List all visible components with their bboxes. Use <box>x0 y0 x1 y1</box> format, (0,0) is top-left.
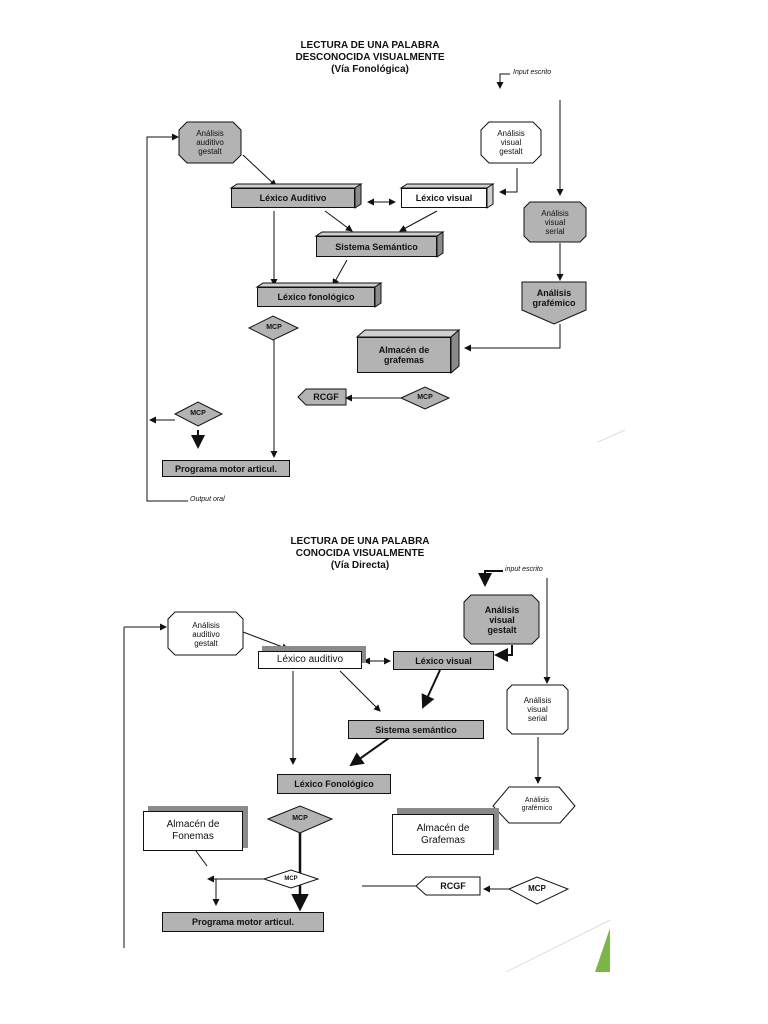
d1-avg-line3: gestalt <box>499 147 523 156</box>
d1-programa-motor-label: Programa motor articul. <box>174 463 278 474</box>
d2-lexico-auditivo: Léxico auditivo <box>258 651 362 669</box>
d2-mcp-3: MCP <box>517 883 557 895</box>
d1-mcp-1-label: MCP <box>266 324 282 331</box>
d2-lexico-fonologico: Léxico Fonológico <box>277 774 391 794</box>
d2-ag-line1: Análisis <box>524 797 550 804</box>
d1-alm-line2: grafemas <box>383 355 425 365</box>
d2-lexico-visual-label: Léxico visual <box>415 655 472 666</box>
diagram2-title-line1: LECTURA DE UNA PALABRA <box>290 536 430 547</box>
d1-ag-line1: Análisis <box>536 288 572 298</box>
d1-lexico-fonologico: Léxico fonológico <box>257 287 375 307</box>
diagram1-title-line1: LECTURA DE UNA PALABRA <box>300 40 440 51</box>
d2-mcp-1-label: MCP <box>292 815 308 822</box>
d2-avg-line1: Análisis <box>484 605 520 615</box>
d1-sistema-semantico-label: Sistema Semántico <box>335 241 418 252</box>
diagram1-input-label: Input escrito <box>513 69 552 76</box>
d2-rcgf-label: RCGF <box>440 881 466 891</box>
diagram2-title-line3: (Vía Directa) <box>330 560 390 571</box>
d2-rcgf: RCGF <box>426 877 480 895</box>
diagram2-title-line2: CONOCIDA VISUALMENTE <box>295 548 425 559</box>
d1-mcp-3: MCP <box>405 392 445 404</box>
diagram1-title: LECTURA DE UNA PALABRA DESCONOCIDA VISUA… <box>260 40 480 76</box>
d2-alf-line1: Almacén de <box>166 819 220 830</box>
d1-mcp-2: MCP <box>178 408 218 420</box>
d2-avs-line2: visual <box>527 705 548 714</box>
d2-alg-line2: Grafemas <box>421 834 465 846</box>
d1-rcgf-label: RCGF <box>313 392 339 402</box>
diagram1-title-line2: DESCONOCIDA VISUALMENTE <box>295 52 445 63</box>
diagram1-title-line3: (Vía Fonológica) <box>331 64 409 75</box>
d1-aag-line2: auditivo <box>196 138 224 147</box>
d2-avs-line3: serial <box>527 714 548 723</box>
diagram2-title: LECTURA DE UNA PALABRA CONOCIDA VISUALME… <box>250 536 470 572</box>
d2-mcp-3-label: MCP <box>528 884 546 893</box>
d2-avs-line1: Análisis <box>523 696 552 705</box>
d2-sistema-semantico: Sistema semántico <box>348 720 484 739</box>
d2-programa-motor: Programa motor articul. <box>162 912 324 932</box>
d2-alg-line1: Almacén de <box>416 822 470 834</box>
d2-ag-line2: grafémico <box>521 805 553 812</box>
diagram1-output-label: Output oral <box>190 496 225 503</box>
d2-mcp-1: MCP <box>280 813 320 825</box>
d2-avg-line2: visual <box>489 615 515 625</box>
d1-lexico-fonologico-label: Léxico fonológico <box>277 292 355 302</box>
d2-alf-line2: Fonemas <box>172 831 214 842</box>
d2-lexico-auditivo-label: Léxico auditivo <box>276 654 344 665</box>
d2-lexico-fonologico-label: Léxico Fonológico <box>294 779 374 789</box>
d1-programa-motor: Programa motor articul. <box>162 460 290 477</box>
d2-avg-line3: gestalt <box>487 625 517 635</box>
d1-rcgf: RCGF <box>306 389 346 405</box>
d1-lexico-visual-label: Léxico visual <box>415 193 473 203</box>
d1-avg-line2: visual <box>500 138 522 147</box>
d1-avs-line2: visual <box>544 217 566 227</box>
d2-mcp-2-label: MCP <box>284 876 298 882</box>
d1-alm-line1: Almacén de <box>378 345 430 355</box>
d1-mcp-3-label: MCP <box>417 394 433 401</box>
d2-aag-line1: Análisis <box>192 620 220 630</box>
d2-programa-motor-label: Programa motor articul. <box>191 917 295 927</box>
diagram2-input-label: input escrito <box>505 566 543 573</box>
d2-sistema-semantico-label: Sistema semántico <box>375 724 457 735</box>
d2-mcp-2: MCP <box>271 873 311 885</box>
d2-aag-line3: gestalt <box>194 638 218 648</box>
d1-avg-line1: Análisis <box>497 129 525 138</box>
d1-ag-line2: grafémico <box>532 298 576 308</box>
d1-mcp-1: MCP <box>254 322 294 334</box>
d1-lexico-auditivo-label: Léxico Auditivo <box>259 193 327 203</box>
d2-aag-line2: auditivo <box>192 629 220 639</box>
d1-lexico-auditivo: Léxico Auditivo <box>231 188 355 208</box>
d1-avs-line3: serial <box>545 226 565 236</box>
d2-lexico-visual: Léxico visual <box>393 651 494 670</box>
d1-sistema-semantico: Sistema Semántico <box>316 236 437 257</box>
d1-mcp-2-label: MCP <box>190 410 206 417</box>
d1-avs-line1: Análisis <box>541 208 569 218</box>
d1-aag-line3: gestalt <box>198 147 222 156</box>
d1-lexico-visual: Léxico visual <box>401 188 487 208</box>
d1-aag-line1: Análisis <box>196 129 224 138</box>
